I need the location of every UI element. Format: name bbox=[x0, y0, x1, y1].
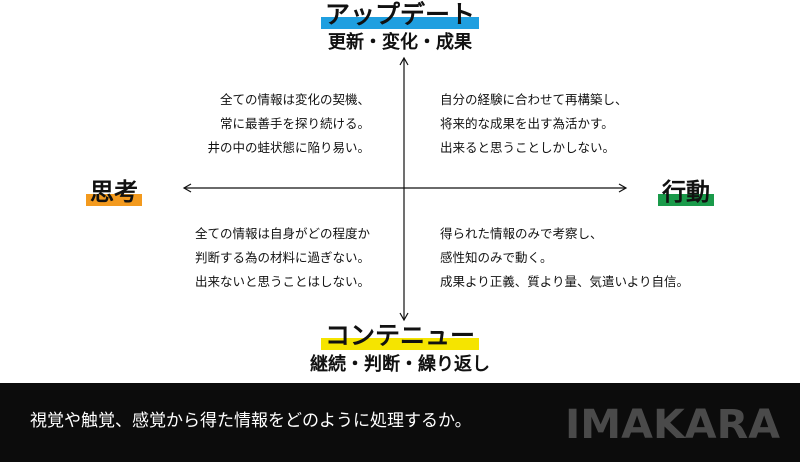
quadrant-line: 全ての情報は変化の契機、 bbox=[219, 92, 370, 107]
top-axis-subtitle: 更新・変化・成果 bbox=[328, 32, 472, 53]
quadrant-line: 将来的な成果を出す為活かす。 bbox=[440, 116, 614, 131]
quadrant-top-left: 全ての情報は変化の契機、 常に最善手を探り続ける。 井の中の蛙状態に陥り易い。 bbox=[180, 88, 370, 160]
left-axis-title: 思考 bbox=[80, 178, 148, 206]
quadrant-line: 自分の経験に合わせて再構築し、 bbox=[440, 92, 628, 107]
quadrant-bottom-right: 得られた情報のみで考察し、 感性知のみで動く。 成果より正義、質より量、気遣いよ… bbox=[440, 222, 720, 294]
quadrant-line: 出来ないと思うことはしない。 bbox=[194, 274, 370, 289]
footer-caption: 視覚や触覚、感覚から得た情報をどのように処理するか。 bbox=[30, 411, 472, 431]
bottom-axis-title: コンテニュー bbox=[0, 321, 800, 350]
quadrant-line: 井の中の蛙状態に陥り易い。 bbox=[207, 140, 370, 155]
quadrant-line: 出来ると思うことしかしない。 bbox=[440, 140, 616, 155]
footer-banner: 視覚や触覚、感覚から得た情報をどのように処理するか。 IMAKARA bbox=[0, 383, 800, 462]
left-axis-label: 思考 bbox=[86, 178, 142, 206]
right-axis-title: 行動 bbox=[652, 178, 720, 206]
imakara-logo: IMAKARA bbox=[565, 403, 780, 443]
axes-svg bbox=[182, 56, 628, 322]
top-axis-title: アップデート bbox=[0, 0, 800, 29]
quadrant-line: 感性知のみで動く。 bbox=[440, 250, 553, 265]
horizontal-axis bbox=[182, 183, 628, 193]
vertical-axis bbox=[399, 56, 409, 322]
quadrant-top-right: 自分の経験に合わせて再構築し、 将来的な成果を出す為活かす。 出来ると思うことし… bbox=[440, 88, 700, 160]
quadrant-line: 得られた情報のみで考察し、 bbox=[440, 226, 603, 241]
top-axis-label: アップデート bbox=[320, 0, 479, 29]
right-axis-label: 行動 bbox=[658, 178, 714, 206]
quadrant-line: 全ての情報は自身がどの程度か bbox=[194, 226, 370, 241]
bottom-axis-subtitle: 継続・判断・繰り返し bbox=[310, 354, 490, 375]
quadrant-line: 常に最善手を探り続ける。 bbox=[219, 116, 370, 131]
quadrant-bottom-left: 全ての情報は自身がどの程度か 判断する為の材料に過ぎない。 出来ないと思うことは… bbox=[160, 222, 370, 294]
bottom-axis-label: コンテニュー bbox=[320, 321, 479, 350]
brand-wordmark: IMAKARA bbox=[565, 403, 780, 443]
quadrant-line: 成果より正義、質より量、気遣いより自信。 bbox=[440, 274, 690, 289]
quadrant-line: 判断する為の材料に過ぎない。 bbox=[194, 250, 370, 265]
